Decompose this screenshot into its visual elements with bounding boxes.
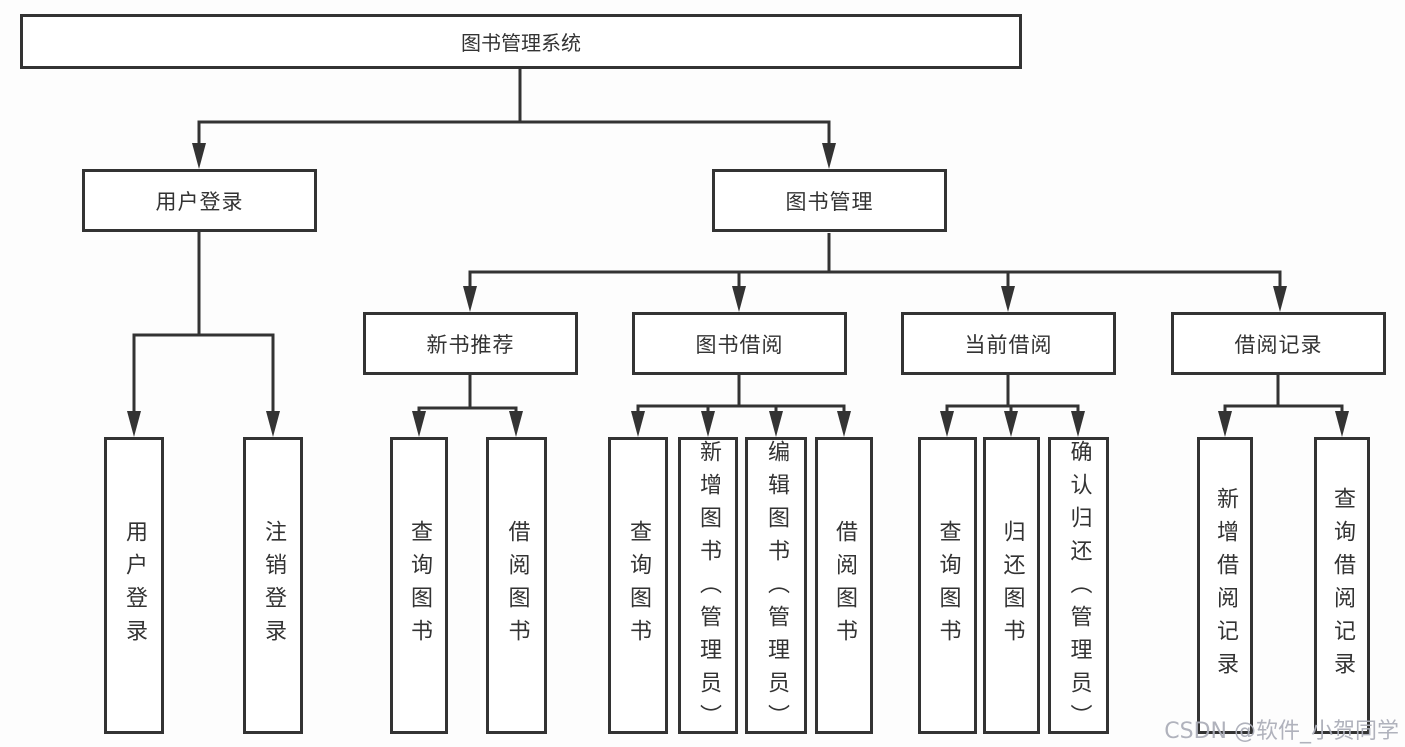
- node-query-borrow-record: 查询借阅记录: [1314, 437, 1370, 734]
- node-label: 查询图书: [935, 519, 961, 652]
- node-borrowing-records: 借阅记录: [1171, 312, 1386, 375]
- node-label: 查询图书: [407, 519, 432, 652]
- node-label: 归还图书: [999, 519, 1025, 652]
- node-current-borrowing: 当前借阅: [901, 312, 1116, 375]
- node-book-management: 图书管理: [712, 169, 947, 232]
- node-add-book-admin: 新增图书（管理员）: [678, 437, 738, 737]
- node-user-login-leaf: 用户登录: [104, 437, 164, 734]
- node-label: 图书管理系统: [461, 31, 581, 55]
- node-confirm-return-admin: 确认归还（管理员）: [1048, 437, 1109, 737]
- node-label: 查询借阅记录: [1330, 486, 1355, 685]
- node-add-borrow-record: 新增借阅记录: [1197, 437, 1253, 734]
- node-query-books-2: 查询图书: [608, 437, 668, 734]
- node-edit-book-admin: 编辑图书（管理员）: [745, 437, 807, 737]
- node-borrow-books-1: 借阅图书: [486, 437, 547, 734]
- node-label: 当前借阅: [964, 332, 1053, 357]
- node-label: 确认归还（管理员）: [1066, 440, 1092, 737]
- node-label: 用户登录: [155, 189, 244, 214]
- node-label: 新书推荐: [426, 332, 515, 357]
- node-label: 注销登录: [261, 519, 286, 652]
- node-label: 图书管理: [785, 189, 874, 214]
- node-logout: 注销登录: [243, 437, 303, 734]
- node-label: 借阅图书: [832, 519, 857, 652]
- node-user-login: 用户登录: [82, 169, 317, 232]
- node-label: 新增图书（管理员）: [696, 440, 721, 737]
- node-query-books-3: 查询图书: [918, 437, 977, 734]
- node-new-book-recommendation: 新书推荐: [363, 312, 578, 375]
- node-label: 编辑图书（管理员）: [764, 440, 789, 737]
- node-label: 借阅记录: [1234, 332, 1323, 357]
- node-book-borrowing: 图书借阅: [632, 312, 847, 375]
- node-label: 借阅图书: [504, 519, 530, 652]
- node-label: 新增借阅记录: [1213, 486, 1238, 685]
- node-return-book: 归还图书: [983, 437, 1040, 734]
- node-label: 图书借阅: [695, 332, 784, 357]
- node-label: 用户登录: [122, 519, 147, 652]
- node-label: 查询图书: [626, 519, 651, 652]
- node-borrow-books-2: 借阅图书: [815, 437, 873, 734]
- node-query-books-1: 查询图书: [390, 437, 448, 734]
- node-library-management-system: 图书管理系统: [20, 14, 1022, 69]
- csdn-watermark: CSDN @软件_小贺同学: [1164, 719, 1399, 744]
